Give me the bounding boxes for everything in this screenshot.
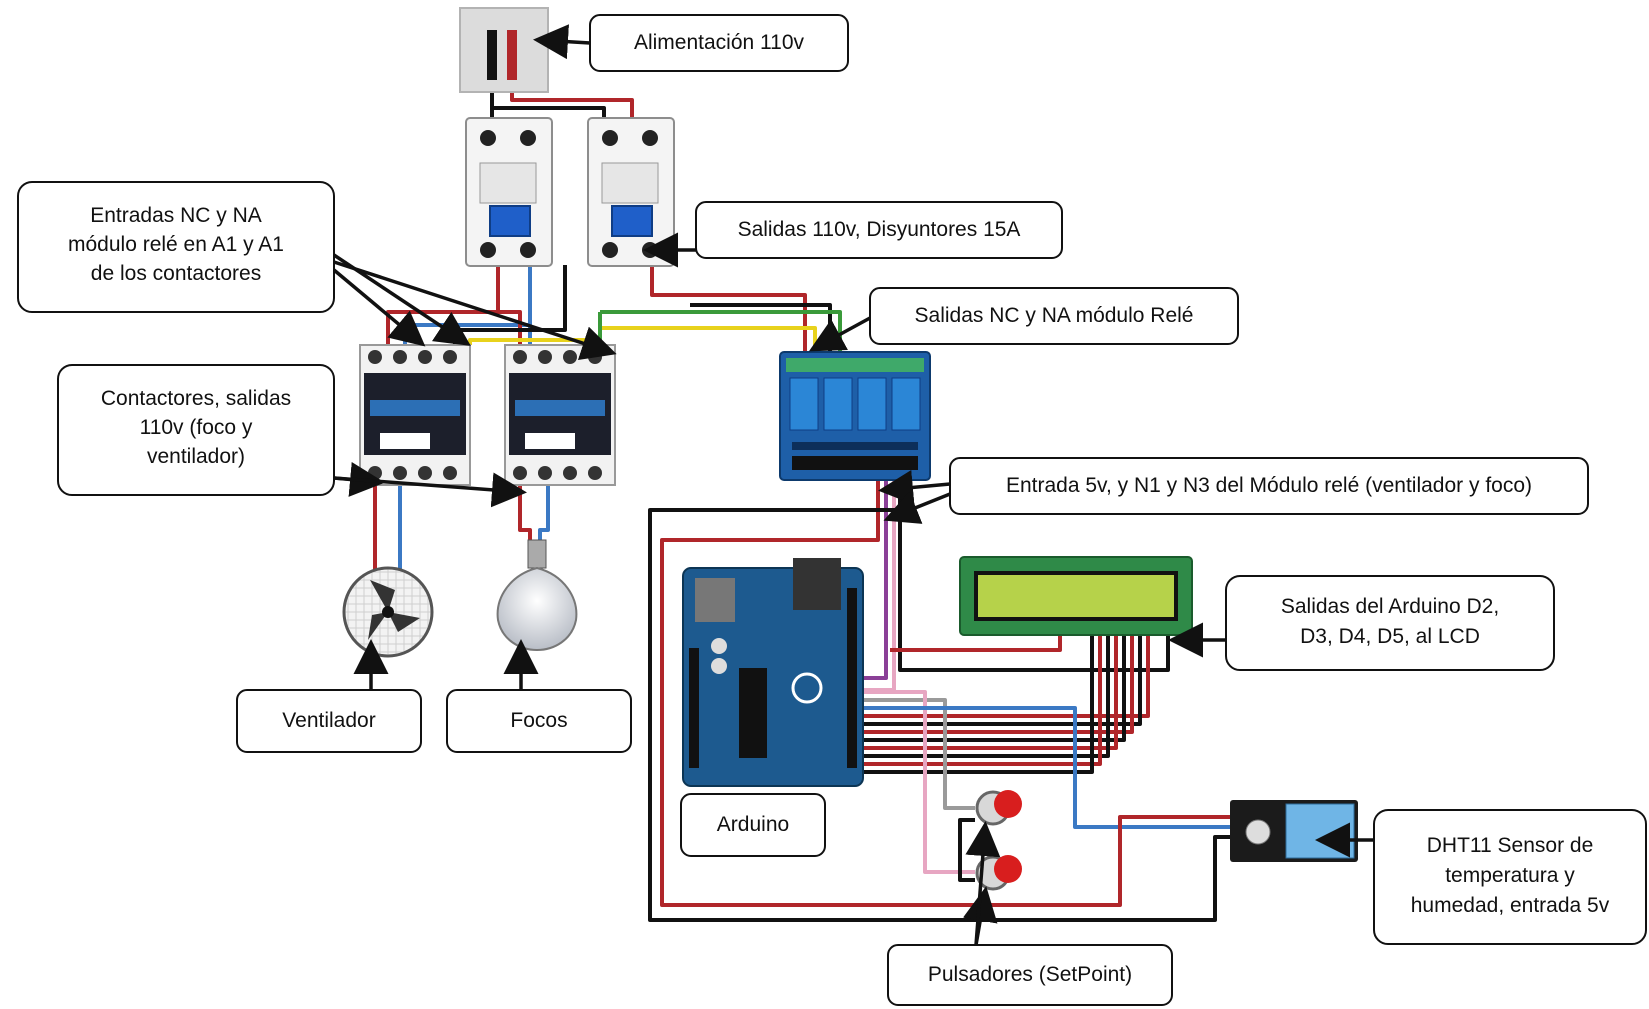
callout-dht11: DHT11 Sensor de temperatura y humedad, e… [1373, 809, 1647, 945]
callout-entrada-5v-text: Entrada 5v, y N1 y N3 del Módulo relé (v… [1006, 474, 1532, 497]
relay-module [779, 351, 931, 481]
callout-entradas-nc-na: Entradas NC y NA módulo relé en A1 y A1 … [17, 181, 335, 313]
callout-alimentacion-text: Alimentación 110v [634, 31, 805, 54]
wire-lcd-bus-2 [858, 630, 1142, 726]
wire-blue-bulb [538, 480, 550, 545]
arrow-entrada-5v-2 [883, 491, 951, 524]
wire-blue-dht [858, 706, 1240, 829]
contactor-1 [359, 344, 471, 486]
callout-entradas-nc-na-line2: módulo relé en A1 y A1 [68, 233, 284, 256]
arrow-salidas-nc-na-rele [808, 316, 871, 352]
wire-lcd-bus-3 [858, 630, 1134, 734]
wire-red-relay [660, 470, 880, 708]
callout-arduino-text: Arduino [717, 813, 789, 836]
callout-focos-text: Focos [510, 709, 567, 732]
callout-salidas-nc-na-rele: Salidas NC y NA módulo Relé [869, 287, 1239, 345]
callout-ventilador-text: Ventilador [282, 709, 375, 732]
callout-salidas-arduino-line2: D3, D4, D5, al LCD [1300, 625, 1480, 648]
arrow-pulsadores-2 [965, 821, 1001, 946]
wire-lcd-power [890, 630, 1062, 652]
callout-focos: Focos [446, 689, 632, 753]
wire-lcd-bus-6 [858, 630, 1110, 758]
lcd-display [959, 556, 1193, 636]
callout-pulsadores-text: Pulsadores (SetPoint) [928, 963, 1132, 986]
wire-gray-button1 [858, 698, 975, 810]
dht11-sensor [1230, 800, 1358, 862]
callout-arduino: Arduino [680, 793, 826, 857]
callout-entrada-5v: Entrada 5v, y N1 y N3 del Módulo relé (v… [949, 457, 1589, 515]
wire-black-buttons [958, 818, 975, 882]
power-supply [459, 7, 549, 93]
callout-alimentacion: Alimentación 110v [589, 14, 849, 72]
callout-entradas-nc-na-line3: de los contactores [91, 262, 261, 285]
callout-ventilador: Ventilador [236, 689, 422, 753]
fan-image [342, 566, 434, 658]
callout-dht11-line2: temperatura y [1445, 864, 1575, 887]
callout-dht11-line1: DHT11 Sensor de [1427, 834, 1594, 857]
callout-contactores-line2: 110v (foco y [140, 416, 253, 439]
pointer-arrows [332, 24, 1374, 946]
wire-lcd-bus-7 [858, 630, 1102, 766]
wire-purple-relay [858, 470, 888, 680]
breaker-1 [465, 117, 553, 267]
callout-entradas-nc-na-line1: Entradas NC y NA [90, 204, 262, 227]
callout-contactores: Contactores, salidas 110v (foco y ventil… [57, 364, 335, 496]
wire-red-bulb [518, 480, 532, 545]
wire-lcd-bus-8 [858, 630, 1094, 774]
wire-black-supply-2 [492, 106, 606, 118]
wire-red-dht [660, 708, 1240, 907]
wire-pink-button2 [858, 690, 975, 874]
callout-salidas-arduino-line1: Salidas del Arduino D2, [1281, 595, 1499, 618]
arrow-entradas-2 [333, 260, 617, 360]
callout-pulsadores: Pulsadores (SetPoint) [887, 944, 1173, 1006]
callout-dht11-line3: humedad, entrada 5v [1411, 894, 1610, 917]
arrow-contactores-2 [333, 472, 527, 508]
callout-contactores-line1: Contactores, salidas [101, 387, 291, 410]
callout-salidas-nc-na-rele-text: Salidas NC y NA módulo Relé [915, 304, 1194, 327]
arduino-board [682, 558, 864, 787]
callout-contactores-line3: ventilador) [147, 445, 245, 468]
contactor-2 [504, 344, 616, 486]
arrow-entrada-5v-1 [878, 470, 951, 505]
arrow-alimentacion [533, 24, 591, 60]
callout-salidas-disyuntores-text: Salidas 110v, Disyuntores 15A [738, 218, 1021, 241]
wire-lcd-bus-1 [858, 630, 1150, 718]
breaker-2 [587, 117, 675, 267]
pushbutton-2 [975, 855, 1022, 891]
pushbutton-1 [975, 790, 1022, 826]
callout-salidas-arduino: Salidas del Arduino D2, D3, D4, D5, al L… [1225, 575, 1555, 671]
bulb-image [496, 539, 578, 652]
callout-salidas-disyuntores: Salidas 110v, Disyuntores 15A [695, 201, 1063, 259]
arrow-entradas-3 [332, 268, 426, 347]
